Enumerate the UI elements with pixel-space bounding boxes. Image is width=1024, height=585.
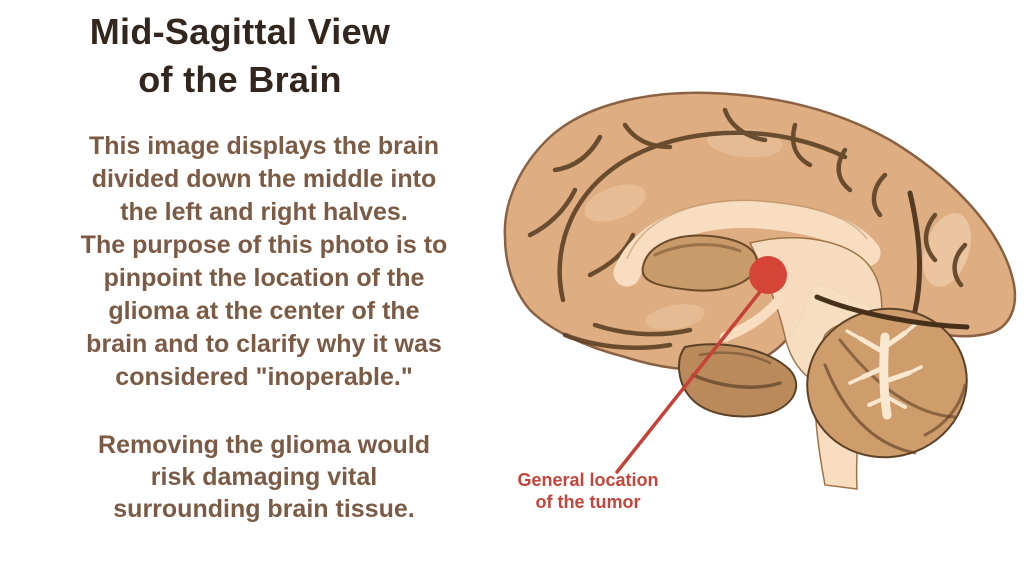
tumor-pointer-line [615,286,765,474]
midbrain-region [678,343,798,418]
description-paragraph-1: This image displays the brain divided do… [80,132,448,391]
sulci-grooves [527,107,968,350]
arbor-vitae [845,321,923,420]
thalamus-region [641,234,758,292]
page-title: Mid-Sagittal View of the Brain [89,11,391,100]
cerebellum-shape [806,307,968,459]
tentorium-groove [814,294,970,330]
tumor-location-label: General location of the tumor [517,470,659,512]
description-paragraph-2: Removing the glioma would risk damaging … [98,431,430,523]
tumor-marker-dot [749,256,787,294]
brain-illustration [503,91,1017,490]
